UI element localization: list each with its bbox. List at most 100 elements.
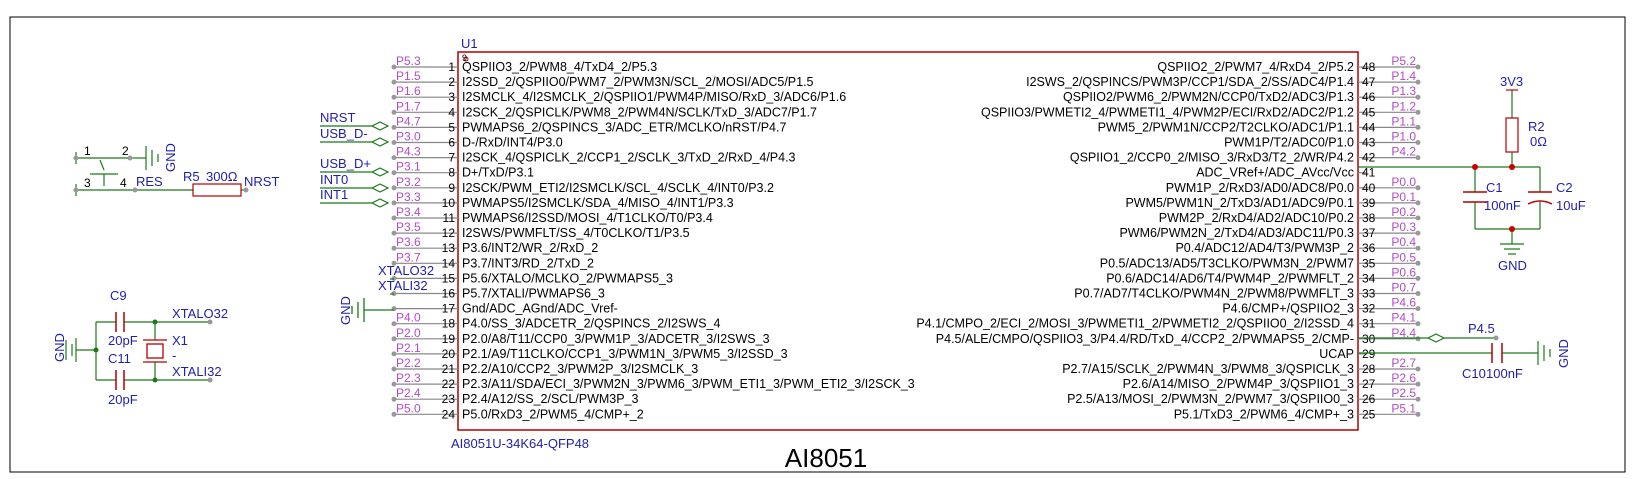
pin-net-label: P0.0 [1391,175,1416,189]
pin-number: 17 [442,302,456,316]
pin-function: I2SCK_4/QSPICLK_2/CCP1_2/SCLK_3/TxD_2/Rx… [462,151,796,165]
capacitor-c10 [1491,343,1503,363]
pin-net-label: P4.3 [396,145,421,159]
ucap-gnd-label: GND [1556,339,1571,368]
pin-function: Gnd/ADC_AGnd/ADC_Vref- [462,302,618,316]
pin-net-label: P1.3 [1391,84,1416,98]
pin-end-dot [391,336,397,342]
xtali32-label: XTALI32 [172,364,222,379]
ucap-wires [1358,333,1551,365]
gnd-label-pin17: GND [338,296,353,325]
pin-end-dot [391,109,397,115]
ucap-net-dot [1493,335,1499,341]
pin-number: 5 [448,120,455,134]
net-label-usb-dp: USB_D+ [320,156,371,171]
chip-pin-right: P4.131P4.1/CMPO_2/ECI_2/MOSI_3/PWMETI1_2… [916,311,1421,331]
pin-end-dot [1415,245,1421,251]
pin-end-dot [1415,381,1421,387]
pin-number: 44 [1362,120,1376,134]
sw-pin-2: 2 [122,144,129,158]
pin-function: D-/RxD/INT4/P3.0 [462,136,563,150]
pin-number: 10 [442,196,456,210]
pin-function: QSPIIO1_2/CCP0_2/MISO_3/RxD3/T2_2/WR/P4.… [1070,151,1354,165]
pin-net-label: P3.4 [396,205,421,219]
net-label-xtalo32-chip: XTALO32 [378,263,434,278]
reset-nrst-label: NRST [244,174,279,189]
pin-net-label: P3.7 [396,250,421,264]
pin-function: P0.4/ADC12/AD4/T3/PWM3P_2 [1175,241,1354,255]
chip-pin-right: P2.526P2.5/A13/MOSI_2/PWM3N_2/PWM7_3/QSP… [1067,386,1421,406]
pin-function: QSPIIO2_2/PWM7_4/RxD4_2/P5.2 [1157,60,1354,74]
pin-number: 24 [442,407,456,421]
pin-end-dot [391,260,397,266]
pin-net-label: P2.7 [1391,356,1416,370]
pin-end-dot [1415,124,1421,130]
pin-end-dot [391,155,397,161]
pin-number: 7 [448,151,455,165]
pin-function: PWM5/PWM1N_2/TxD3/AD1/ADC9/P0.1 [1125,196,1354,210]
pin-function: P2.0/A8/T11/CCP0_3/PWM1P_3/ADCETR_3/I2SW… [462,332,770,346]
r2-value: 0Ω [1530,134,1547,149]
net-label-int1: INT1 [320,187,348,202]
power-wires [1358,90,1541,255]
pin-net-label: P0.2 [1391,205,1416,219]
chip-part: AI8051U-34K64-QFP48 [451,436,589,451]
c11-ref: C11 [108,351,131,366]
chip-right-pins: P5.248QSPIIO2_2/PWM7_4/RxD4_2/P5.2P1.447… [916,54,1421,421]
chip-pin-right: P4.242QSPIIO1_2/CCP0_2/MISO_3/RxD3/T2_2/… [1070,145,1421,165]
capacitor-c2 [1527,191,1553,205]
x1-value: - [172,348,176,363]
resistor-r5-ref: R5 [183,169,200,184]
capacitor-c1 [1463,191,1487,203]
net-label-usb-dm: USB_D- [320,126,368,141]
pin-end-dot [391,185,397,191]
pin-number: 4 [448,105,455,119]
pin-net-label: P5.2 [1391,54,1416,68]
pin-number: 39 [1362,196,1376,210]
pin-net-label: P2.6 [1391,371,1416,385]
chip-pin-right: P5.2 48 QSPIIO2_2/PWM7_4/RxD4_2/P5.2 [1157,54,1421,74]
pin-end-dot [391,321,397,327]
pin-number: 3 [448,90,455,104]
pin-function: D+/TxD/P3.1 [462,166,534,180]
pin-number: 27 [1362,377,1376,391]
pin-end-dot [391,170,397,176]
pin-function: P2.4/A12/SS_2/SCL/PWM3P_3 [462,392,639,406]
pin-net-label: P1.1 [1391,114,1416,128]
pin-number: 35 [1362,256,1376,270]
pin-number: 9 [448,181,455,195]
pin-number: 22 [442,377,456,391]
pin-end-dot [1415,64,1421,70]
pin-function: P5.0/RxD3_2/PWM5_4/CMP+_2 [462,407,644,421]
pin-function: P2.7/A15/SCLK_2/PWM4N_3/PWM8_3/QSPICLK_3 [1062,362,1354,376]
pin-number: 45 [1362,105,1376,119]
pin-number: 36 [1362,241,1376,255]
pin-net-label: P1.0 [1391,130,1416,144]
pin-function: UCAP [1319,347,1354,361]
c2-value: 10uF [1556,198,1586,213]
pin-end-dot [391,79,397,85]
ucap-net-label: P4.5 [1468,321,1495,336]
pin-net-label: P4.4 [1391,326,1416,340]
pin-number: 48 [1362,60,1376,74]
net-label-int0: INT0 [320,172,348,187]
pin-function: P0.5/ADC13/AD5/T3CLKO/PWM3N_2/PWM7 [1100,256,1354,270]
r2-ref: R2 [1528,119,1545,134]
pin-end-dot [1415,155,1421,161]
pin-end-dot [1415,396,1421,402]
pin-number: 1 [448,60,455,74]
